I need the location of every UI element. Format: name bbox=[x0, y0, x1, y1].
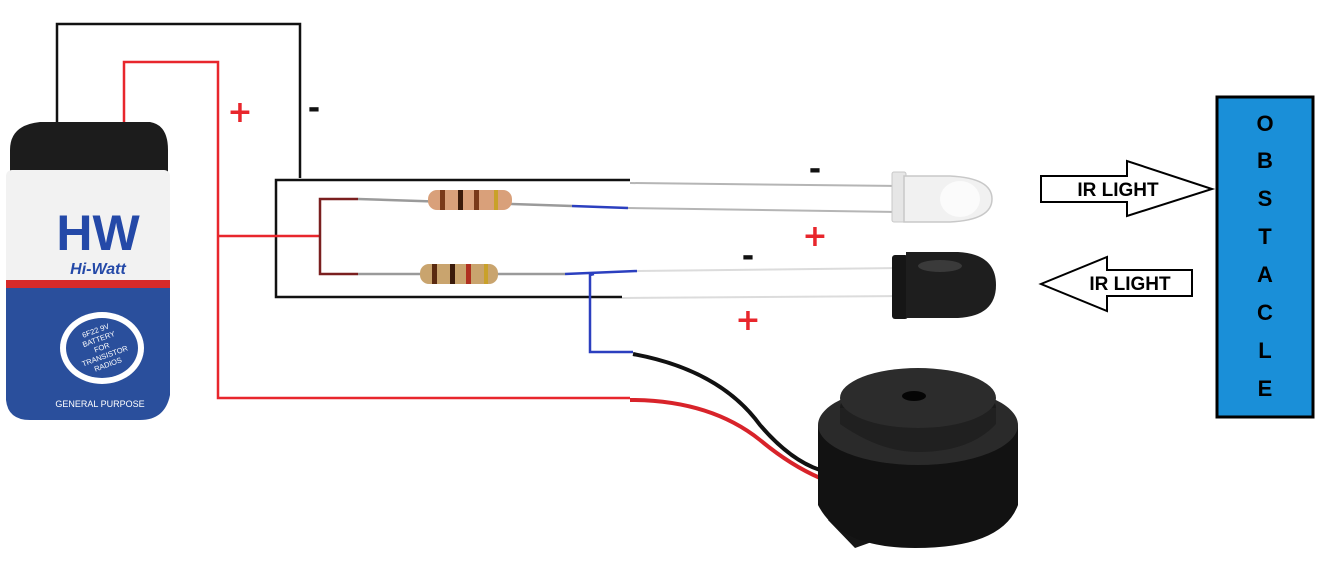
reflected-ir-arrow: IR LIGHT bbox=[1038, 255, 1193, 313]
photodiode-signal-wire bbox=[564, 269, 638, 276]
obstacle-letter: L bbox=[1258, 338, 1271, 363]
ir-led-signal-wire bbox=[571, 204, 629, 210]
obstacle-letter: C bbox=[1257, 300, 1273, 325]
piezo-buzzer bbox=[629, 352, 1018, 548]
emitted-ir-label: IR LIGHT bbox=[1077, 180, 1159, 201]
resistor-ir-led bbox=[357, 190, 573, 210]
ir-led-minus-sign: - bbox=[809, 152, 821, 187]
obstacle-letter: T bbox=[1258, 224, 1272, 249]
battery-negative-wire bbox=[55, 22, 302, 178]
photodiode-minus-sign: - bbox=[742, 239, 754, 274]
battery-positive-wire bbox=[122, 60, 630, 400]
obstacle-block: O B S T A C L E bbox=[1215, 95, 1315, 419]
negative-rail-wire bbox=[274, 178, 630, 299]
obstacle-letter: B bbox=[1257, 148, 1273, 173]
ir-led bbox=[627, 171, 993, 223]
battery-brand-logo: HW bbox=[56, 205, 140, 261]
battery-footer: GENERAL PURPOSE bbox=[55, 399, 144, 409]
obstacle-letter: S bbox=[1258, 186, 1273, 211]
resistor-feed-wire bbox=[318, 197, 358, 276]
obstacle-letter: A bbox=[1257, 262, 1273, 287]
obstacle-letter: E bbox=[1258, 376, 1273, 401]
battery-9v: HW Hi-Watt 6F22 9V BATTERY FOR TRANSISTO… bbox=[6, 122, 170, 420]
ir-led-plus-sign: + bbox=[802, 219, 827, 254]
resistor-photodiode bbox=[358, 264, 565, 284]
battery-plus-sign: + bbox=[227, 95, 252, 130]
photodiode-plus-sign: + bbox=[735, 303, 760, 338]
emitted-ir-arrow: IR LIGHT bbox=[1040, 159, 1216, 218]
obstacle-letter: O bbox=[1256, 111, 1273, 136]
battery-brand-name: Hi-Watt bbox=[70, 261, 126, 278]
reflected-ir-label: IR LIGHT bbox=[1089, 274, 1171, 295]
battery-minus-sign: - bbox=[308, 91, 320, 126]
buzzer-signal-wire bbox=[588, 272, 633, 354]
ir-photodiode bbox=[621, 252, 996, 319]
wires bbox=[55, 22, 638, 400]
